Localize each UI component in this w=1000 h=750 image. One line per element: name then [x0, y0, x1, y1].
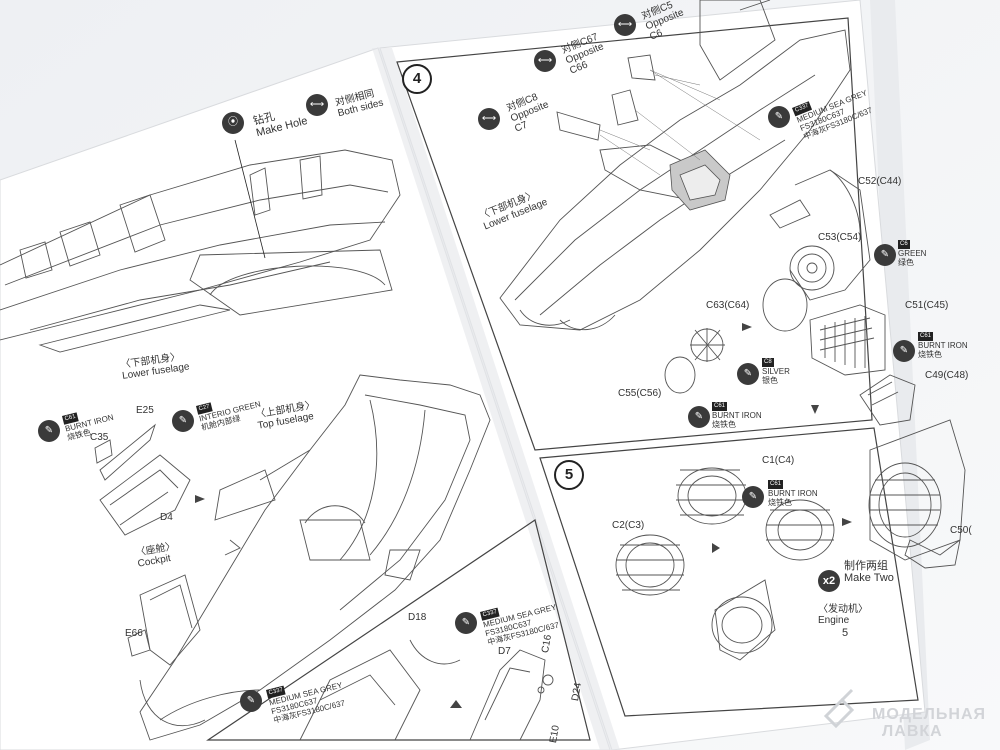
step5-frame: [539, 427, 919, 717]
opposite-arrow-icon: ⟷: [478, 108, 500, 130]
page-number: 5: [842, 627, 849, 639]
step-4-number: 4: [402, 64, 432, 94]
paint-code: C61: [918, 332, 934, 341]
part-label-c1: C1(C4): [762, 455, 795, 466]
left-page: [0, 47, 611, 750]
make-two-label: 制作两组 Make Two: [844, 560, 894, 584]
paint-brush-icon: ✎: [742, 486, 764, 508]
step4-engine-parts-drawing: [664, 169, 916, 426]
paint-brush-icon: ✎: [893, 340, 915, 362]
top-fuselage-drawing: [139, 374, 491, 741]
engine-zh: 〈发动机〉: [818, 604, 868, 615]
rear-fuselage-parts-drawing: [299, 639, 554, 741]
engine-label: 〈发动机〉 Engine: [818, 604, 868, 626]
paint-name-zh: 烧铁色: [712, 420, 736, 429]
opposite-arrow-icon: ⟷: [614, 14, 636, 36]
paint-brush-icon: ✎: [688, 406, 710, 428]
part-label-e25: E25: [136, 405, 154, 416]
part-label-c53: C53(C54): [818, 232, 862, 243]
paint-brush-icon: ✎: [768, 106, 790, 128]
paint-green-label: C6 GREEN 绿色: [898, 240, 926, 267]
step4-leader-lines: [599, 69, 761, 176]
back-sheet: [870, 0, 930, 750]
paint-code: C6: [898, 240, 910, 249]
paint-burnt-iron-label-engine: C61 BURNT IRON 烧铁色: [918, 332, 968, 359]
step4-frame: [396, 17, 873, 451]
watermark-line2: ЛАВКА: [882, 723, 943, 740]
engine-en: Engine: [818, 615, 850, 626]
paint-brush-icon: ✎: [172, 410, 194, 432]
paint-burnt-iron-label-step4: C61 BURNT IRON 烧铁色: [712, 402, 762, 429]
paint-brush-icon: ✎: [455, 612, 477, 634]
part-label-c49: C49(C48): [925, 370, 969, 381]
step-5-number: 5: [554, 460, 584, 490]
cockpit-parts-drawing: [94, 423, 206, 727]
part-label-d4: D4: [160, 512, 173, 523]
part-label-d7: D7: [498, 646, 511, 657]
part-label-e66: E66: [125, 628, 143, 639]
paint-name-zh: 烧铁色: [768, 498, 792, 507]
part-label-c35: C35: [90, 432, 109, 443]
part-label-d18: D18: [408, 612, 427, 623]
paint-name: GREEN: [898, 249, 927, 258]
make-two-zh: 制作两组: [844, 560, 888, 572]
paint-code: C61: [768, 480, 784, 489]
lower-fuselage-drawing: [0, 139, 401, 353]
paint-code: C61: [712, 402, 728, 411]
watermark-text: МОДЕЛЬНАЯ ЛАВКА: [872, 706, 986, 740]
paint-brush-icon: ✎: [38, 420, 60, 442]
part-label-c63: C63(C64): [706, 300, 750, 311]
part-label-c2: C2(C3): [612, 520, 645, 531]
drill-icon: ⦿: [222, 112, 244, 134]
left-step-frame: [206, 519, 591, 741]
make-two-badge: x2: [818, 570, 840, 592]
part-label-c50: C50(: [950, 525, 972, 536]
paint-brush-icon: ✎: [737, 363, 759, 385]
paint-name: BURNT IRON: [768, 489, 818, 498]
part-label-c55: C55(C56): [618, 388, 662, 399]
paint-name-zh: 烧铁色: [918, 350, 942, 359]
opposite-arrow-icon: ⟷: [534, 50, 556, 72]
paint-silver-label: C8 SILVER 银色: [762, 358, 790, 385]
step4-small-parts-drawing: [556, 54, 656, 141]
paint-code: C8: [762, 358, 774, 367]
step4-cockpit-tub-drawing: [669, 149, 731, 211]
both-sides-arrow-icon: ⟷: [306, 94, 328, 116]
watermark-line1: МОДЕЛЬНАЯ: [872, 706, 986, 723]
step5-engine-drawing: [615, 419, 966, 661]
paint-brush-icon: ✎: [240, 690, 262, 712]
paint-name: SILVER: [762, 367, 790, 376]
part-label-c51: C51(C45): [905, 300, 949, 311]
paint-name: BURNT IRON: [918, 341, 968, 350]
part-label-c52: C52(C44): [858, 176, 902, 187]
paint-burnt-iron-label-step5: C61 BURNT IRON 烧铁色: [768, 480, 818, 507]
paint-name-zh: 银色: [762, 376, 778, 385]
paint-name-zh: 绿色: [898, 258, 914, 267]
paint-name: BURNT IRON: [712, 411, 762, 420]
page-gutter: [372, 48, 620, 750]
make-two-en: Make Two: [844, 572, 894, 584]
watermark-logo-icon: [823, 688, 855, 729]
assembly-arrows: [195, 323, 852, 708]
paint-brush-icon: ✎: [874, 244, 896, 266]
